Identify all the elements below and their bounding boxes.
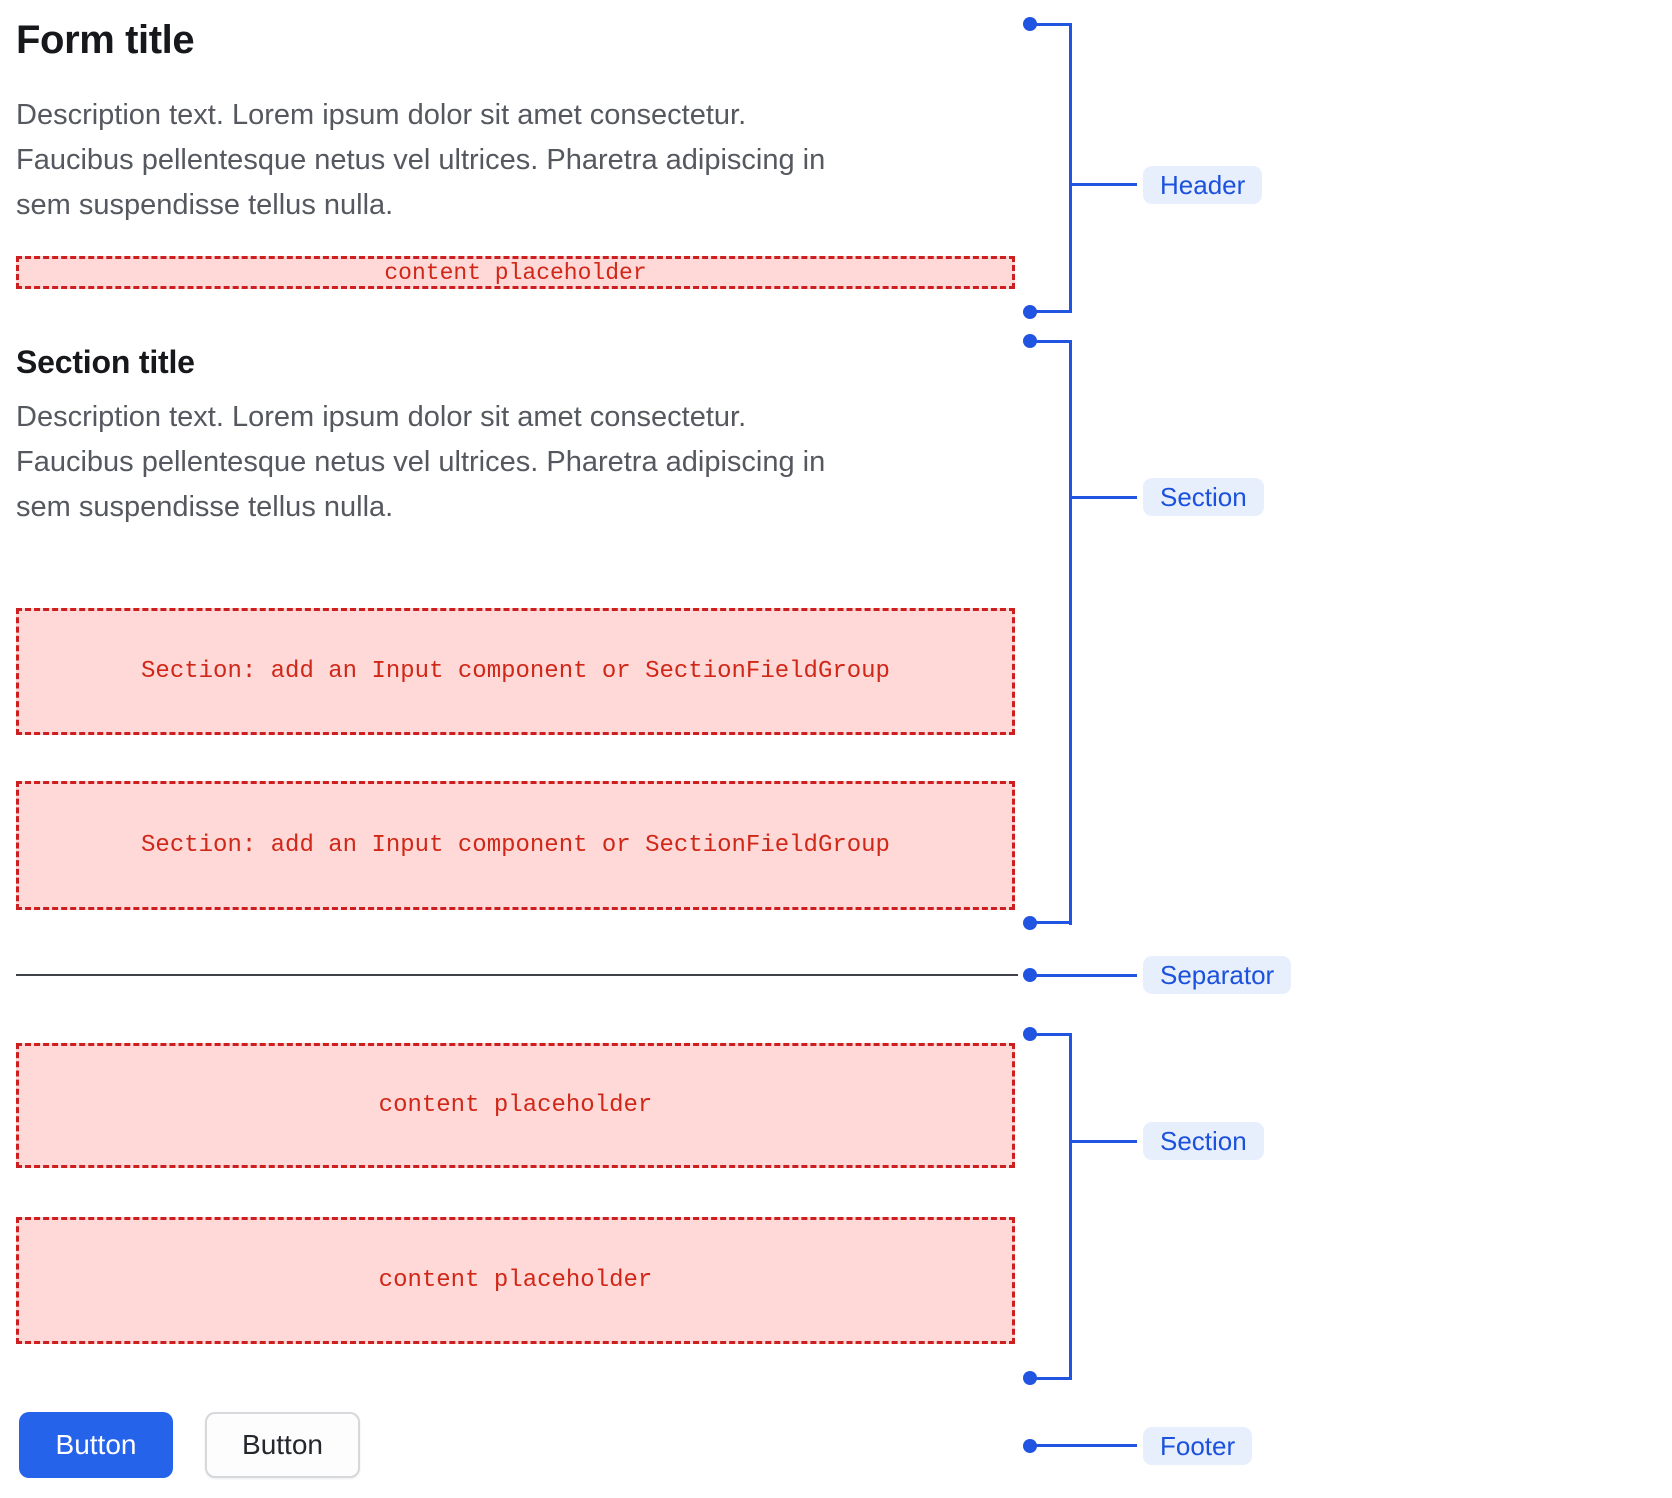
section1-bracket-spine <box>1069 340 1072 925</box>
form-description: Description text. Lorem ipsum dolor sit … <box>16 93 996 228</box>
section1-label-connector <box>1072 496 1137 499</box>
header-content-placeholder-text: content placeholder <box>384 259 647 286</box>
header-bracket-bottom-stub <box>1030 310 1072 313</box>
separator-label-connector <box>1030 974 1137 977</box>
section1-bracket-bottom-stub <box>1030 921 1072 924</box>
section1-bracket-top-stub <box>1030 340 1072 343</box>
content-placeholder-1: content placeholder <box>16 1043 1015 1168</box>
form-title: Form title <box>16 18 195 62</box>
secondary-button[interactable]: Button <box>205 1412 360 1478</box>
section-description-line: Faucibus pellentesque netus vel ultrices… <box>16 446 826 478</box>
header-content-placeholder: content placeholder <box>16 256 1015 289</box>
footer-annotation-label: Footer <box>1143 1427 1253 1465</box>
section-title: Section title <box>16 344 195 380</box>
form-description-line: Description text. Lorem ipsum dolor sit … <box>16 99 747 131</box>
form-description-line: Faucibus pellentesque netus vel ultrices… <box>16 144 826 176</box>
section1-bracket-bottom-dot <box>1023 916 1037 930</box>
section2-bracket-bottom-dot <box>1023 1371 1037 1385</box>
section-description-line: Description text. Lorem ipsum dolor sit … <box>16 401 747 433</box>
content-placeholder-2: content placeholder <box>16 1217 1015 1344</box>
section1-annotation-label: Section <box>1143 478 1264 516</box>
section-field-placeholder-1: Section: add an Input component or Secti… <box>16 608 1015 735</box>
section-description-line: sem suspendisse tellus nulla. <box>16 491 394 523</box>
primary-button[interactable]: Button <box>19 1412 173 1478</box>
header-bracket-top-stub <box>1030 23 1072 26</box>
section2-label-connector <box>1072 1140 1137 1143</box>
footer-label-connector <box>1030 1444 1137 1447</box>
content-placeholder-2-text: content placeholder <box>378 1267 653 1294</box>
section-field-placeholder-2: Section: add an Input component or Secti… <box>16 781 1015 910</box>
section2-bracket-top-stub <box>1030 1033 1072 1036</box>
form-description-line: sem suspendisse tellus nulla. <box>16 189 394 221</box>
section-field-placeholder-1-text: Section: add an Input component or Secti… <box>141 658 890 685</box>
header-bracket-spine <box>1069 23 1072 313</box>
section-field-placeholder-2-text: Section: add an Input component or Secti… <box>141 832 890 859</box>
header-bracket-bottom-dot <box>1023 305 1037 319</box>
section2-bracket-spine <box>1069 1033 1072 1380</box>
content-placeholder-1-text: content placeholder <box>378 1092 653 1119</box>
header-annotation-label: Header <box>1143 166 1263 204</box>
section-description: Description text. Lorem ipsum dolor sit … <box>16 395 996 530</box>
section2-annotation-label: Section <box>1143 1122 1264 1160</box>
separator-annotation-label: Separator <box>1143 956 1292 994</box>
separator-line <box>16 974 1018 976</box>
section2-bracket-bottom-stub <box>1030 1377 1072 1380</box>
header-label-connector <box>1072 183 1137 186</box>
